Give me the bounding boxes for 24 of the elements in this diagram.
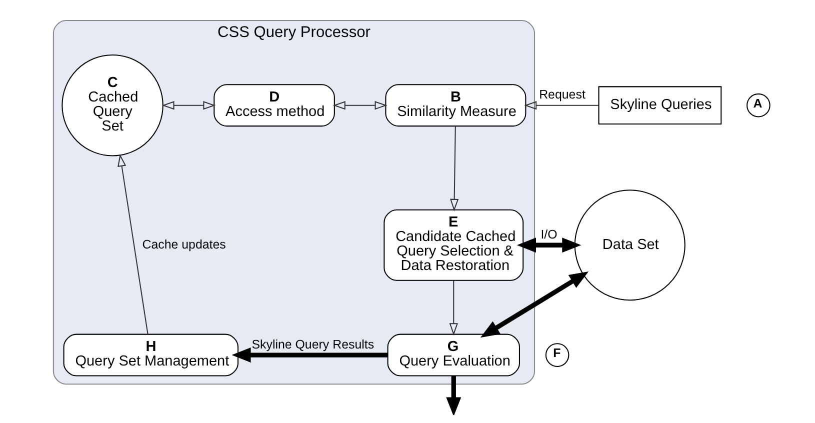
label: F — [553, 346, 561, 360]
node-box: H Query Set Management — [63, 334, 238, 376]
edge-label: Request — [539, 88, 586, 102]
arrow — [162, 100, 216, 110]
node-box: Skyline Queries — [598, 86, 722, 125]
arrow — [118, 154, 148, 334]
edge-label: Skyline Query Results — [252, 337, 374, 352]
arrow — [516, 238, 582, 253]
arrow — [232, 348, 388, 363]
arrow — [446, 376, 462, 415]
node-circle: C Cached Query Set — [62, 54, 164, 156]
arrow — [450, 126, 459, 212]
node-circle: Data Set — [574, 190, 686, 301]
node-box: E Candidate Cached Query Selection & Data Restoration — [384, 209, 524, 281]
arrow — [449, 280, 458, 336]
edge-label: I/O — [540, 227, 558, 242]
label: A — [753, 96, 762, 111]
node-box: D Access method — [214, 84, 335, 127]
arrow — [524, 100, 599, 110]
arrow — [332, 100, 388, 110]
arrow — [480, 271, 589, 338]
node-box: B Similarity Measure — [385, 84, 526, 127]
node-box: G Query Evaluation — [387, 334, 520, 376]
edge-label: Cache updates — [142, 237, 226, 252]
